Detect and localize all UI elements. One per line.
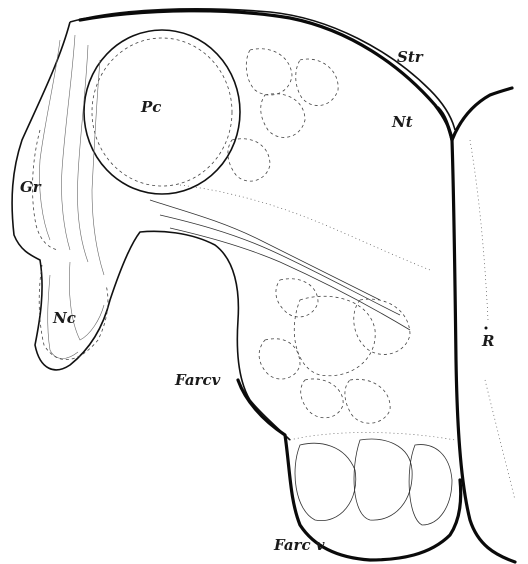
reticular-6 bbox=[259, 339, 300, 379]
funiculus-outline bbox=[238, 380, 461, 560]
label-nt: Nt bbox=[391, 113, 413, 131]
reticular-9 bbox=[354, 299, 410, 354]
funiculus-cell-2 bbox=[354, 439, 412, 520]
right-texture-2 bbox=[485, 380, 515, 500]
gr-hatching-3 bbox=[77, 45, 88, 262]
label-r: R bbox=[481, 332, 494, 350]
fibres-1 bbox=[150, 200, 380, 300]
reticular-10 bbox=[276, 279, 318, 317]
reticular-1 bbox=[246, 49, 292, 95]
label-nc: Nc bbox=[52, 309, 76, 327]
section-outline bbox=[12, 9, 455, 440]
reticular-5 bbox=[294, 296, 375, 376]
label-farcv-upper: Farcv bbox=[174, 371, 221, 389]
reticular-7 bbox=[301, 379, 343, 418]
reticular-4 bbox=[296, 59, 338, 106]
r-marker-dot bbox=[485, 327, 488, 330]
gr-hatching-1 bbox=[39, 40, 60, 240]
median-fork-left bbox=[438, 108, 452, 140]
pc-nucleus-inner bbox=[92, 38, 232, 186]
label-farcv-lower: Farc v bbox=[273, 536, 325, 554]
gr-hatching-2 bbox=[61, 35, 75, 250]
label-gr: Gr bbox=[20, 178, 42, 196]
funiculus-cell-3 bbox=[409, 445, 452, 525]
funiculus-cell-1 bbox=[295, 443, 356, 520]
pc-nucleus bbox=[84, 30, 240, 194]
fibres-4 bbox=[180, 185, 430, 270]
reticular-2 bbox=[261, 94, 305, 138]
label-str: Str bbox=[397, 48, 424, 66]
median-fork-right bbox=[452, 88, 512, 140]
right-texture-1 bbox=[470, 140, 488, 320]
label-pc: Pc bbox=[140, 98, 161, 116]
fibres-2 bbox=[160, 215, 400, 315]
gr-hatching-4 bbox=[92, 60, 104, 275]
reticular-8 bbox=[345, 379, 390, 423]
